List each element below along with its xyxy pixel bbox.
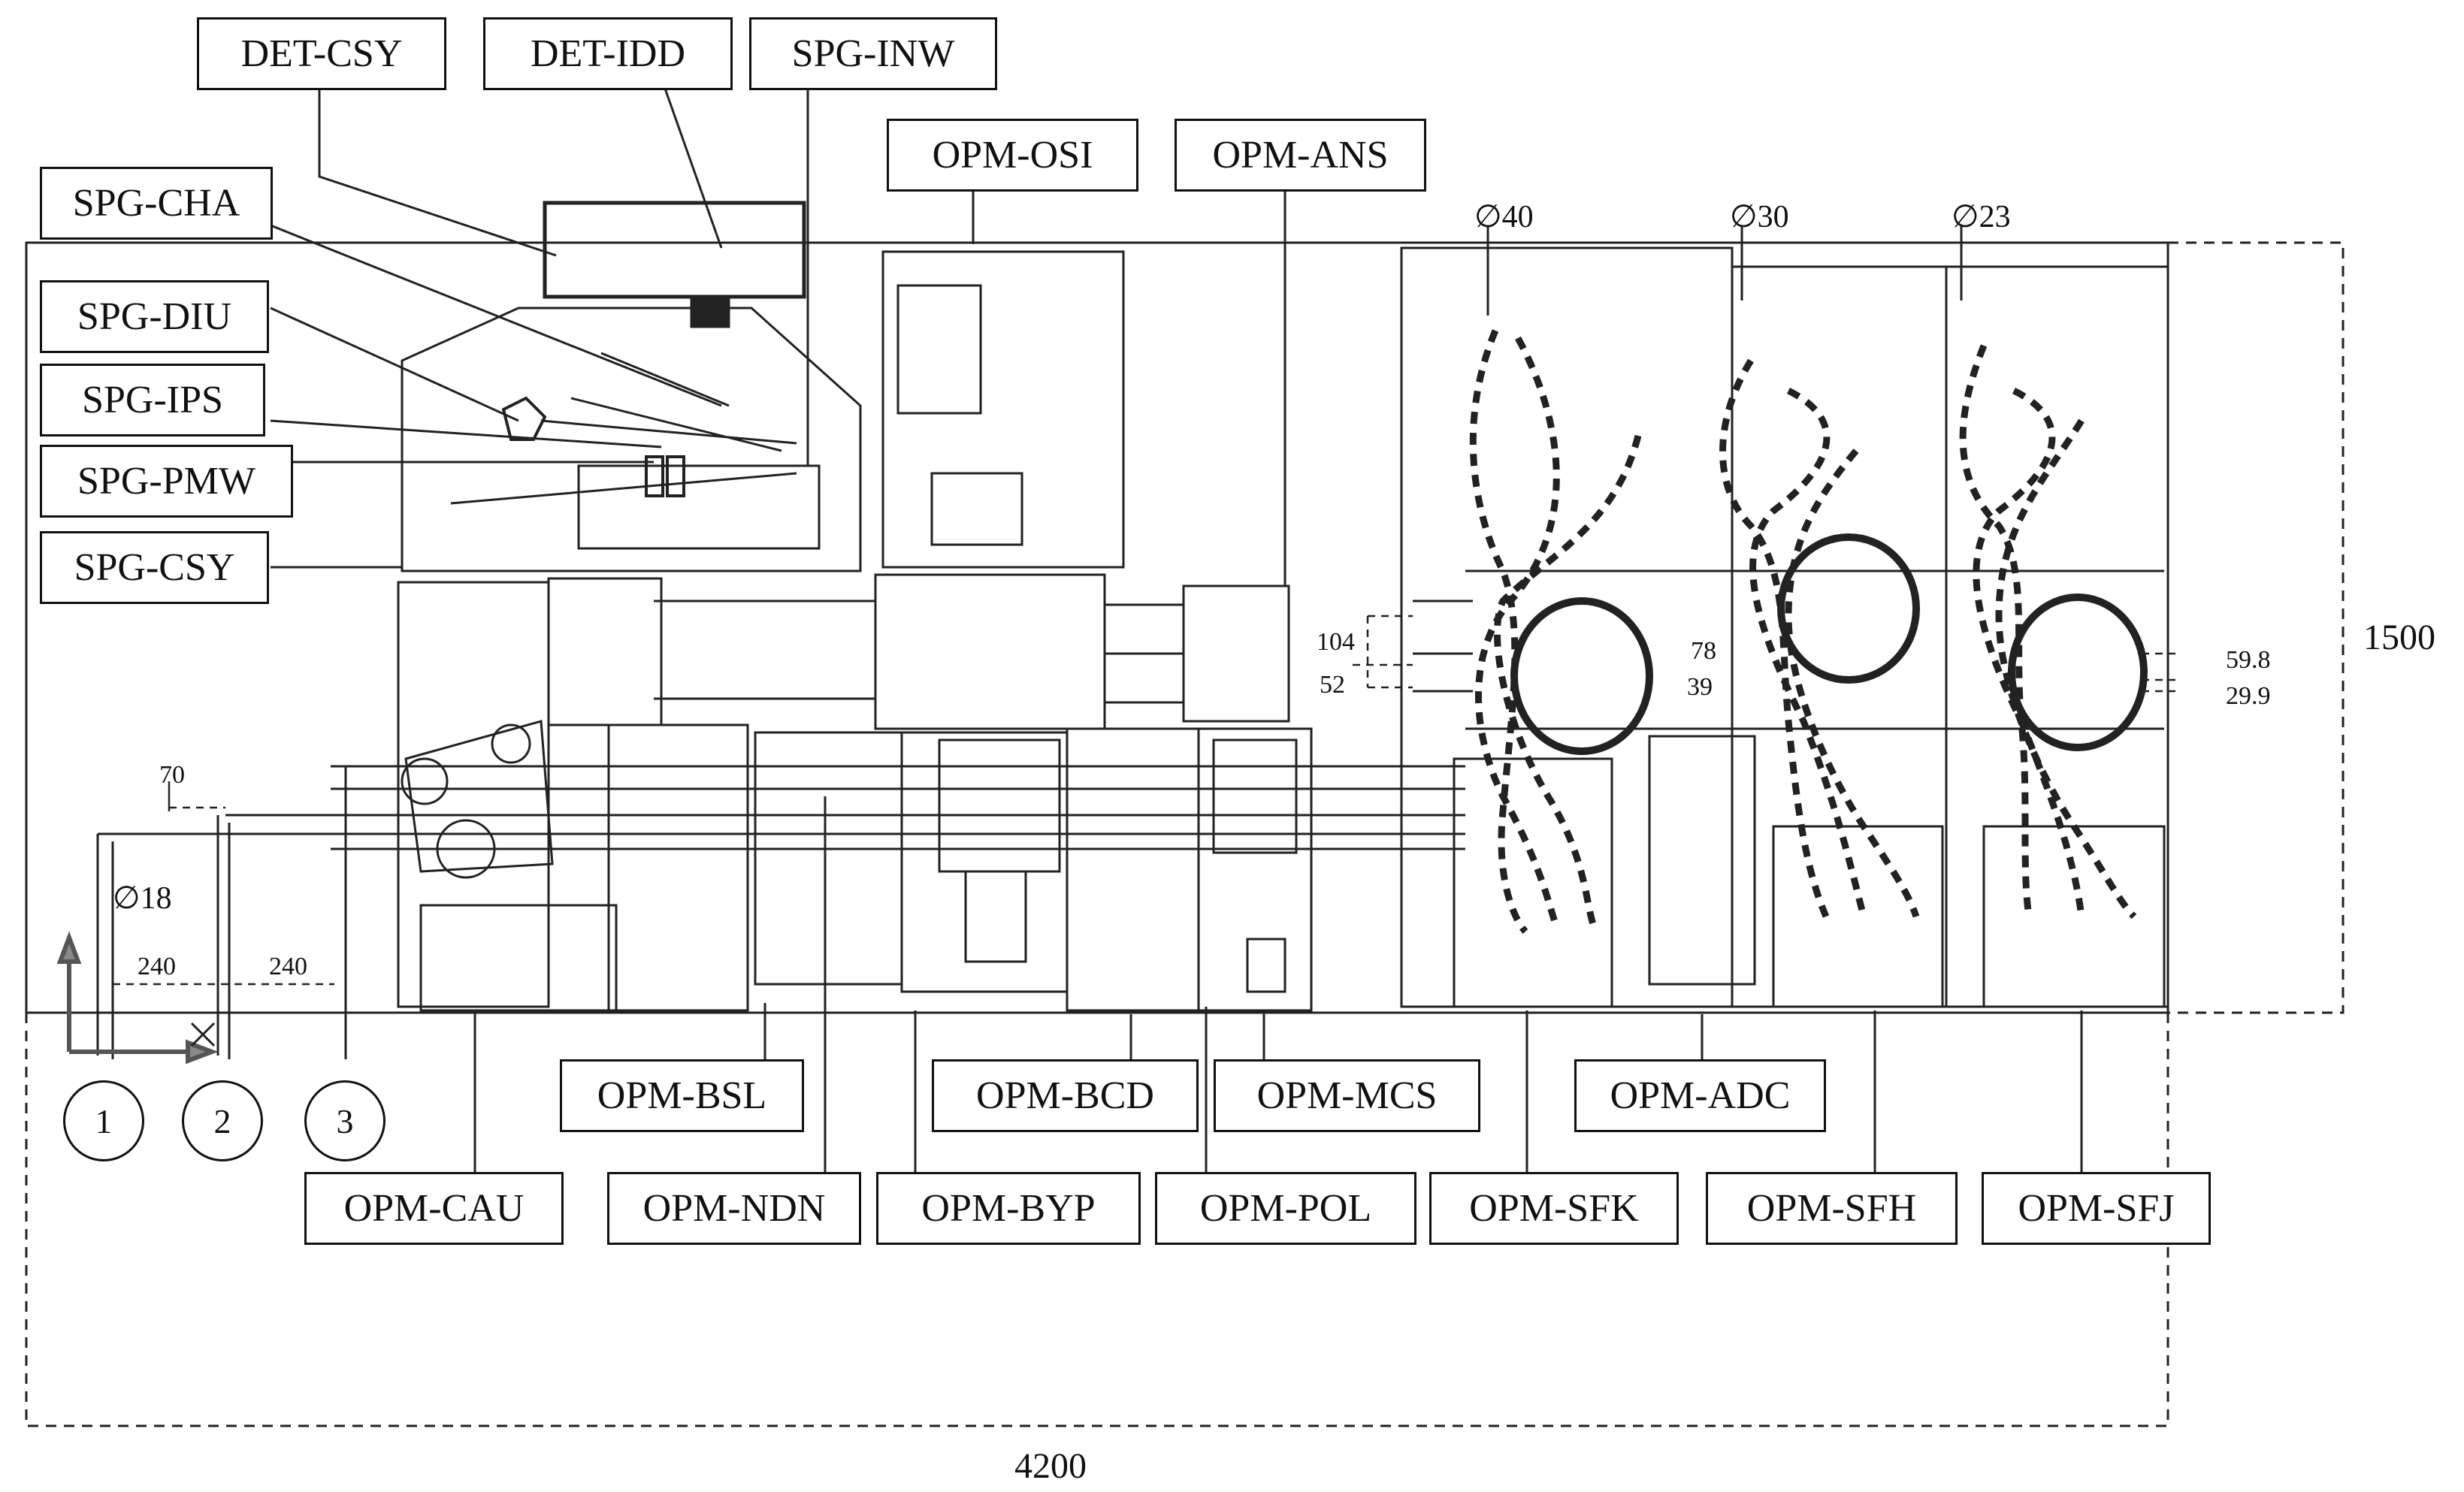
dim-52: 52 (1320, 671, 1345, 699)
label-opm-cau: OPM-CAU (304, 1172, 564, 1245)
dim-29-9: 29.9 (2226, 682, 2271, 710)
label-det-idd: DET-IDD (483, 17, 733, 90)
label-spg-pmw: SPG-PMW (40, 445, 293, 518)
label-opm-ndn: OPM-NDN (607, 1172, 861, 1245)
label-opm-adc: OPM-ADC (1574, 1059, 1826, 1132)
label-opm-osi: OPM-OSI (887, 119, 1138, 192)
dim-diameter-40: ∅40 (1474, 200, 1534, 234)
base-plate (25, 241, 2169, 1014)
dim-78: 78 (1691, 637, 1716, 665)
label-opm-pol: OPM-POL (1155, 1172, 1416, 1245)
dim-diameter-23: ∅23 (1952, 200, 2011, 234)
dim-diameter-30: ∅30 (1730, 200, 1789, 234)
label-opm-sfh: OPM-SFH (1706, 1172, 1958, 1245)
label-det-csy: DET-CSY (197, 17, 446, 90)
marker-3: 3 (304, 1080, 385, 1161)
dim-4200: 4200 (1014, 1446, 1087, 1486)
label-opm-mcs: OPM-MCS (1214, 1059, 1480, 1132)
marker-2: 2 (182, 1080, 263, 1161)
label-opm-sfk: OPM-SFK (1429, 1172, 1679, 1245)
label-spg-ips: SPG-IPS (40, 364, 265, 436)
dim-240-a: 240 (138, 953, 176, 980)
label-opm-bsl: OPM-BSL (560, 1059, 804, 1132)
dim-39: 39 (1687, 673, 1713, 701)
label-opm-ans: OPM-ANS (1175, 119, 1426, 192)
dim-240-b: 240 (269, 953, 307, 980)
label-spg-csy: SPG-CSY (40, 531, 269, 604)
dim-1500: 1500 (2363, 618, 2435, 657)
label-opm-byp: OPM-BYP (876, 1172, 1141, 1245)
spg-housing (401, 307, 862, 572)
dim-diameter-18: ∅18 (113, 881, 172, 916)
label-opm-bcd: OPM-BCD (932, 1059, 1199, 1132)
dim-104: 104 (1317, 628, 1355, 656)
coordinate-axes-icon (56, 931, 219, 1065)
dim-59-8: 59.8 (2226, 646, 2271, 674)
label-spg-cha: SPG-CHA (40, 167, 273, 240)
dim-70: 70 (159, 761, 185, 789)
marker-1: 1 (63, 1080, 144, 1161)
label-spg-diu: SPG-DIU (40, 280, 269, 353)
label-opm-sfj: OPM-SFJ (1982, 1172, 2211, 1245)
label-spg-inw: SPG-INW (749, 17, 997, 90)
